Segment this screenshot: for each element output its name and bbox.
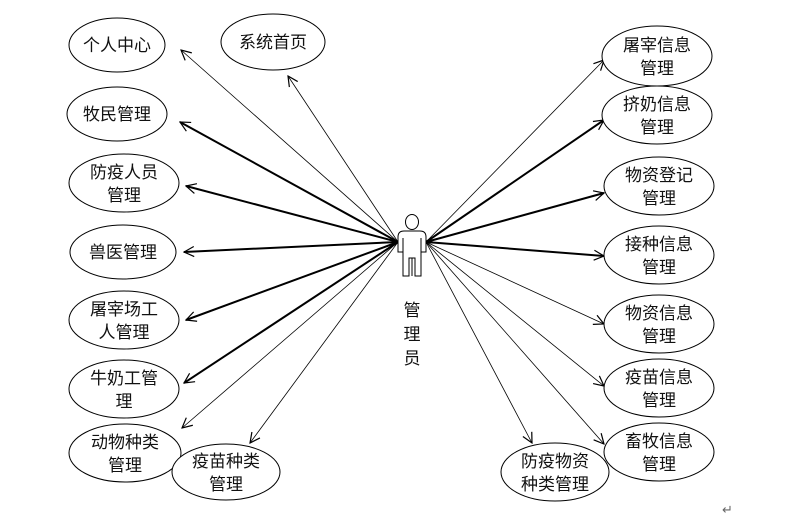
actor-label-char: 理 — [404, 325, 421, 345]
line-supply-info-management — [425, 241, 604, 324]
line-vaccine-type-management — [250, 241, 399, 443]
line-epidemic-staff-management — [186, 186, 399, 243]
use-case-label-line2: 人管理 — [99, 323, 150, 343]
line-vaccine-info-management — [425, 241, 604, 386]
use-case-supply-info-management: 物资信息 管理 — [603, 294, 715, 354]
line-slaughterhouse-worker-management — [186, 241, 399, 320]
association-lines — [180, 50, 604, 444]
line-milking-info-management — [425, 119, 604, 243]
use-case-milk-worker-management: 牛奶工管 理 — [68, 359, 180, 419]
use-case-vaccination-info-management: 接种信息 管理 — [603, 225, 715, 285]
use-case-label-line2: 管理 — [642, 258, 676, 278]
use-case-label-line1: 屠宰场工 — [90, 300, 158, 320]
use-case-label: 个人中心 — [83, 36, 151, 56]
use-case-label-line1: 屠宰信息 — [623, 36, 691, 56]
line-animal-type-management — [182, 241, 399, 428]
use-case-vet-management: 兽医管理 — [69, 224, 177, 280]
use-case-label-line2: 管理 — [642, 391, 676, 411]
line-vaccination-info-management — [425, 241, 604, 256]
actor-administrator: 管 理 员 — [397, 214, 427, 369]
use-case-label-line1: 防疫物资 — [521, 452, 589, 472]
return-mark-glyph: ↵ — [722, 503, 733, 516]
use-case-herdsman-management: 牧民管理 — [66, 86, 168, 142]
line-system-home — [288, 76, 399, 243]
use-case-label-line2: 管理 — [209, 475, 243, 495]
actor-label-char: 员 — [404, 349, 421, 369]
use-case-epidemic-staff-management: 防疫人员 管理 — [68, 153, 180, 213]
use-case-slaughterhouse-worker-management: 屠宰场工 人管理 — [68, 290, 180, 350]
use-case-label-line1: 物资信息 — [625, 304, 693, 324]
use-case-system-home: 系统首页 — [220, 13, 326, 71]
line-slaughter-info-management — [425, 60, 604, 243]
use-case-label-line2: 管理 — [642, 189, 676, 209]
use-case-label-line2: 管理 — [640, 59, 674, 79]
line-livestock-info-management — [425, 241, 604, 444]
use-case-label: 牧民管理 — [83, 105, 151, 125]
use-case-vaccine-type-management: 疫苗种类 管理 — [171, 443, 281, 501]
use-case-label: 兽医管理 — [89, 243, 157, 263]
use-case-label-line1: 牛奶工管 — [90, 369, 158, 389]
use-case-slaughter-info-management: 屠宰信息 管理 — [601, 25, 713, 87]
use-case-label-line2: 种类管理 — [521, 475, 589, 495]
use-cases: 个人中心 系统首页 牧民管理 防疫人员 管理 兽医管理 屠宰场工 人管理 牛奶工… — [66, 13, 715, 502]
line-epidemic-supply-type-management — [425, 241, 532, 443]
use-case-label-line1: 畜牧信息 — [625, 432, 693, 452]
use-case-animal-type-management: 动物种类 管理 — [68, 423, 182, 483]
line-supply-registration-management — [425, 193, 604, 243]
use-case-label-line1: 接种信息 — [625, 235, 693, 255]
use-case-label-line2: 理 — [116, 392, 133, 412]
use-case-label: 系统首页 — [239, 33, 307, 53]
use-case-livestock-info-management: 畜牧信息 管理 — [603, 422, 715, 482]
use-case-vaccine-info-management: 疫苗信息 管理 — [603, 358, 715, 418]
line-herdsman-management — [180, 121, 399, 243]
use-case-label-line2: 管理 — [642, 455, 676, 475]
line-vet-management — [184, 241, 399, 252]
use-case-supply-registration-management: 物资登记 管理 — [603, 156, 715, 216]
line-personal-center — [181, 50, 399, 243]
line-milk-worker-management — [184, 241, 399, 384]
use-case-label-line2: 管理 — [640, 118, 674, 138]
use-case-label-line1: 挤奶信息 — [623, 95, 691, 115]
use-case-label-line2: 管理 — [107, 186, 141, 206]
use-case-label-line2: 管理 — [642, 327, 676, 347]
use-case-epidemic-supply-type-management: 防疫物资 种类管理 — [500, 442, 610, 502]
use-case-label-line1: 疫苗种类 — [192, 452, 260, 472]
use-case-label-line1: 防疫人员 — [90, 163, 158, 183]
actor-label-char: 管 — [404, 301, 421, 321]
use-case-label-line1: 动物种类 — [91, 433, 159, 453]
actor-icon — [397, 214, 427, 277]
use-case-label-line1: 物资登记 — [625, 166, 693, 186]
use-case-label-line1: 疫苗信息 — [625, 368, 693, 388]
use-case-label-line2: 管理 — [108, 456, 142, 476]
use-case-milking-info-management: 挤奶信息 管理 — [601, 85, 713, 145]
use-case-personal-center: 个人中心 — [68, 17, 166, 73]
